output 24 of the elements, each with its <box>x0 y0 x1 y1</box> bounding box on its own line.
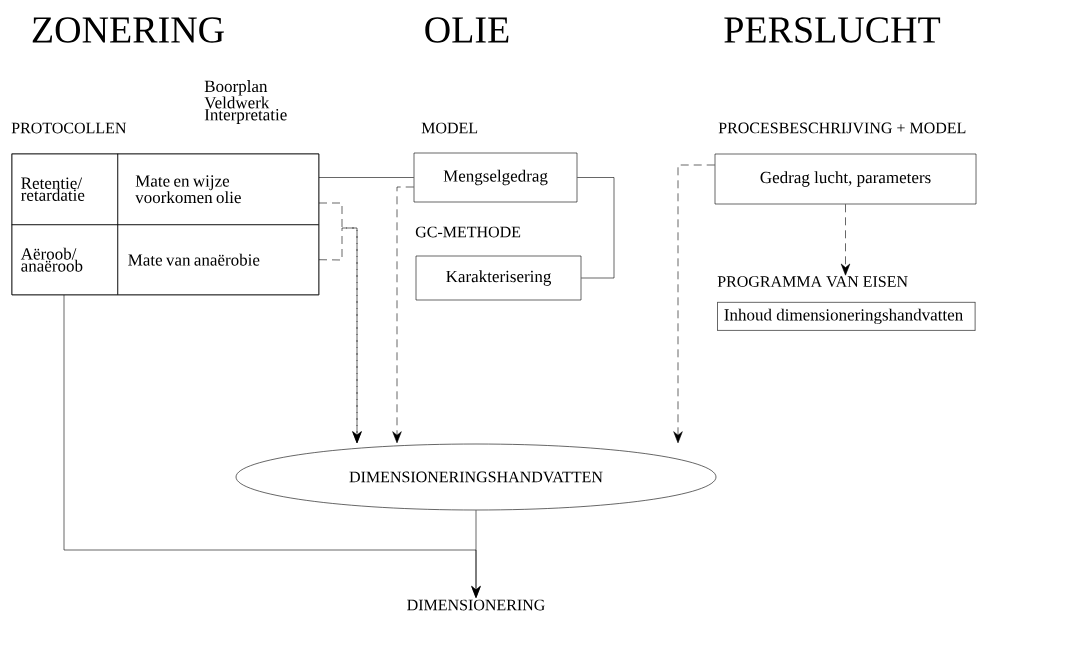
connector <box>577 177 615 279</box>
heading-text: GC-METHODE <box>415 226 521 238</box>
heading-text: PROCESBESCHRIJVING + MODEL <box>718 122 966 134</box>
section-title: OLIE <box>425 17 509 43</box>
table-box <box>11 153 320 296</box>
section-title: ZONERING <box>32 17 224 43</box>
process-box: Gedrag lucht, parameters <box>714 153 977 205</box>
titled-box: PROGRAMMA VAN EISEN Inhoud dimensioneringshandvatten <box>716 276 976 331</box>
table-cell: Mate en wijze voorkomen olie <box>117 153 319 225</box>
connector <box>318 177 414 178</box>
arrow <box>392 186 414 444</box>
arrow <box>63 294 481 598</box>
heading-text: Boorplan Veldwerk Interpretatie <box>204 80 287 124</box>
section-title: PERSLUCHT <box>724 17 941 43</box>
process-box: Karakterisering <box>415 255 582 301</box>
heading-text: MODEL <box>421 122 478 134</box>
arrow <box>840 204 851 276</box>
table-cell: Retentie/ retardatie <box>11 153 118 225</box>
table-cell: Mate van anaërobie <box>117 224 319 295</box>
process-box: Mengselgedrag <box>413 152 578 203</box>
arrow <box>673 164 715 444</box>
table-cell: Aëroob/ anaëroob <box>11 224 118 295</box>
heading-text: PROTOCOLLEN <box>11 122 127 134</box>
result-label: DIMENSIONERING <box>407 599 545 611</box>
